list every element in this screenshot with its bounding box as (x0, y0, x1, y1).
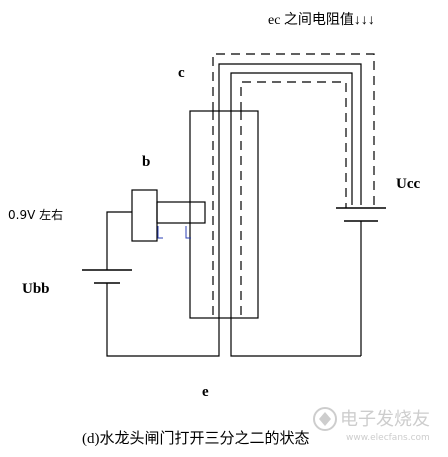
bracket-mark-left (157, 226, 163, 239)
watermark-url: www.elecfans.com (346, 433, 430, 443)
collector-wire-inner (230, 72, 353, 205)
watermark-logo-icon (313, 407, 337, 431)
label-ubb: Ubb (22, 281, 50, 297)
bracket-mark-right (185, 226, 191, 239)
base-lead (156, 201, 206, 224)
label-b: b (142, 154, 150, 170)
label-voltage: 0.9V 左右 (8, 207, 63, 222)
base-block (131, 189, 158, 242)
outer-dashed-tube (212, 53, 375, 208)
label-c: c (178, 65, 185, 81)
caption: (d)水龙头闸门打开三分之二的状态 (82, 430, 310, 447)
label-e: e (202, 384, 209, 400)
label-ucc: Ucc (396, 176, 420, 192)
transistor-body (189, 110, 259, 319)
base-wire-left (106, 211, 132, 270)
watermark: 电子发烧友 www.elecfans.com (313, 407, 430, 443)
ec-resistance-note: ec 之间电阻值↓↓↓ (268, 12, 375, 28)
collector-wire (218, 63, 362, 205)
emitter-wire (230, 318, 361, 357)
watermark-text: 电子发烧友 (340, 409, 430, 430)
inner-dashed-tube (240, 81, 347, 208)
ubb-wire-down (106, 283, 220, 357)
